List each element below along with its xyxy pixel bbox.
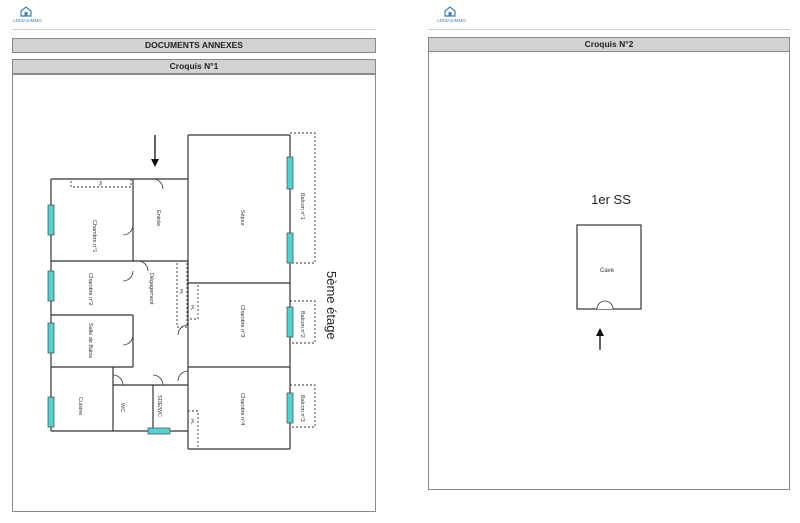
placard-label: PL <box>190 305 195 311</box>
placard-label: PL <box>179 289 184 295</box>
house-logo-icon <box>20 6 32 17</box>
room-label-sdewc: SDE/WC <box>156 395 162 417</box>
room-label-wc: WC <box>119 403 125 412</box>
company-logo: LEDIAGIMMO <box>437 6 466 26</box>
room-label-sdb: Salle de Bains <box>87 323 93 358</box>
logo-text: LEDIAGIMMO <box>437 18 466 23</box>
room-label-sejour: Séjour <box>239 210 245 226</box>
floor-label: 5ème étage <box>324 271 339 340</box>
room-label-entree: Entrée <box>155 210 161 226</box>
section-title: DOCUMENTS ANNEXES <box>12 38 376 53</box>
sketch-frame: Chambre n°1 Entrée Séjour Balcon n°1 Cha… <box>12 74 376 512</box>
floor-plan: 1er SS Cave <box>576 192 642 350</box>
placard-label: PL <box>98 181 103 187</box>
house-logo-icon <box>444 6 456 17</box>
sketch-title: Croquis N°1 <box>12 59 376 74</box>
room-label-balcon3: Balcon n°3 <box>299 395 305 422</box>
room-label-degagement: Dégagement <box>148 273 154 305</box>
windows <box>47 156 294 435</box>
door-swings <box>112 178 189 386</box>
page-left: LEDIAGIMMO DOCUMENTS ANNEXES Croquis N°1 <box>12 6 376 512</box>
door-swing <box>596 300 614 310</box>
page-right: LEDIAGIMMO Croquis N°2 1er SS Cave <box>400 0 800 523</box>
room-label-chambre1: Chambre n°1 <box>91 220 97 252</box>
header-rule <box>12 29 376 30</box>
room-label-chambre3: Chambre n°3 <box>239 305 245 337</box>
entry-arrow-icon <box>596 328 604 350</box>
company-logo: LEDIAGIMMO <box>13 6 42 26</box>
room-label-chambre2: Chambre n°2 <box>87 273 93 305</box>
room-label-cave: Cave <box>600 268 615 274</box>
placard-label: PL <box>190 419 195 425</box>
sketch-title: Croquis N°2 <box>428 37 790 52</box>
room-label-cuisine: Cuisine <box>77 397 83 415</box>
room-label-chambre4: Chambre n°4 <box>239 393 245 425</box>
room-label-balcon2: Balcon n°2 <box>299 311 305 338</box>
entry-arrow-icon <box>151 135 159 167</box>
logo-text: LEDIAGIMMO <box>13 18 42 23</box>
sketch-frame: 1er SS Cave <box>428 51 790 490</box>
floor-label: 1er SS <box>591 192 631 207</box>
floor-plan: Chambre n°1 Entrée Séjour Balcon n°1 Cha… <box>47 132 339 450</box>
header-rule <box>428 29 790 30</box>
room-label-balcon1: Balcon n°1 <box>299 193 305 220</box>
